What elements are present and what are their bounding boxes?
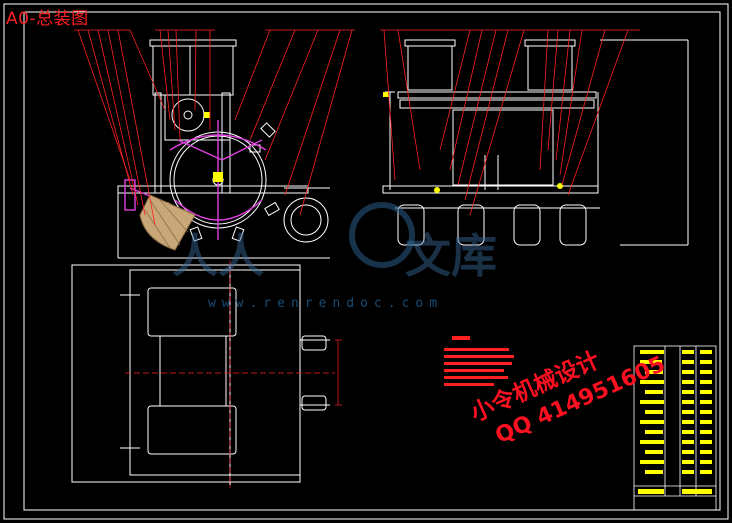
- seed-sector: [139, 194, 196, 251]
- title-block-rows: [638, 350, 712, 494]
- technical-notes: [444, 336, 514, 386]
- outer-frame: [3, 3, 729, 520]
- front-leaders: [77, 29, 353, 226]
- top-view: [71, 264, 330, 485]
- inner-frame: [23, 11, 721, 511]
- side-leaders: [380, 29, 640, 216]
- drawing-title: A0-总装图: [6, 9, 89, 29]
- top-view-centerline: [125, 260, 335, 488]
- front-yellow-parts: [204, 112, 223, 182]
- title-block: [633, 345, 717, 511]
- side-yellow-parts: [383, 92, 563, 193]
- watermark-logo: [349, 202, 415, 268]
- watermark-url: www.renrendoc.com: [208, 296, 444, 311]
- top-view-dimension: [335, 339, 342, 406]
- watermark-left-text: 人人: [172, 229, 264, 283]
- watermark-right-text: 文库: [405, 229, 497, 283]
- side-view: [382, 39, 689, 246]
